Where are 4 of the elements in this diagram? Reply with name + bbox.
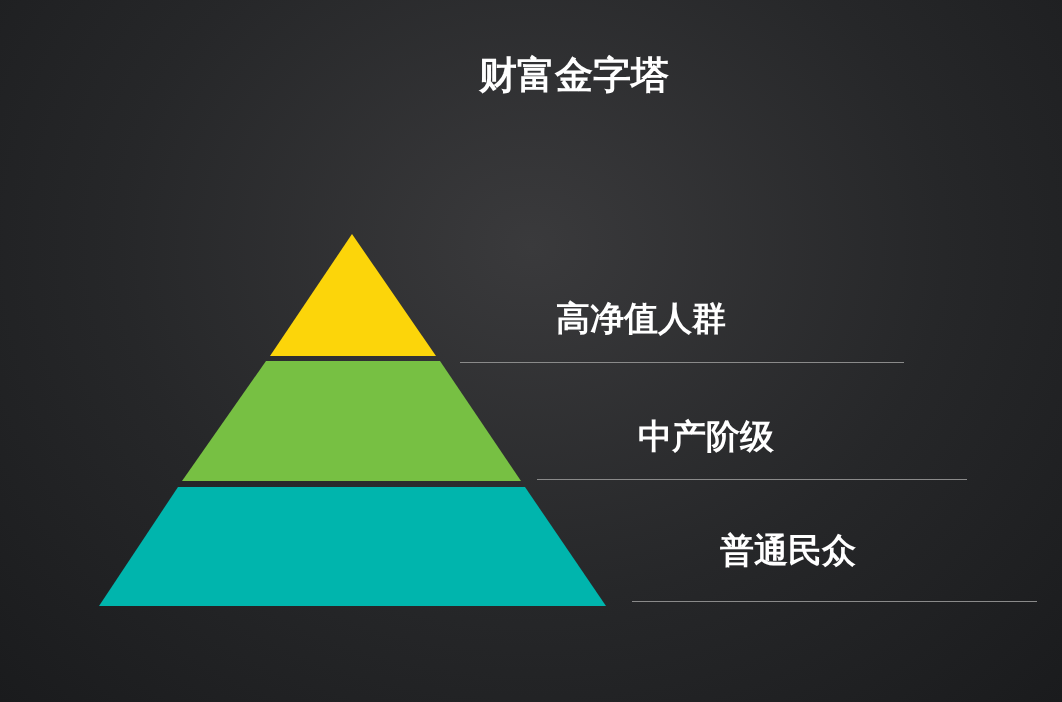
tier-label: 中产阶级 — [638, 415, 774, 457]
tier-label: 高净值人群 — [556, 297, 726, 339]
tier-label: 普通民众 — [720, 529, 856, 571]
title: 财富金字塔 — [478, 52, 670, 98]
